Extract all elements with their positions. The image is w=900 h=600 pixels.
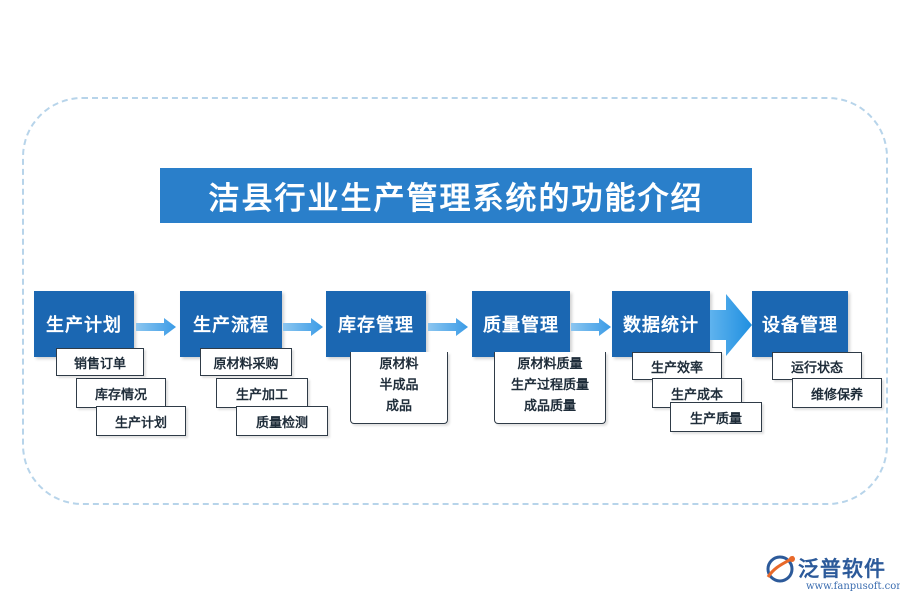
module-item: 半成品 — [379, 378, 419, 393]
module-item: 成品质量 — [523, 399, 576, 414]
module-item: 成品 — [385, 399, 412, 414]
module-item: 生产计划 — [96, 406, 186, 436]
module-item: 库存情况 — [76, 378, 166, 408]
big-flow-arrow-icon — [710, 294, 752, 356]
flow-arrow-icon — [136, 318, 176, 336]
module-item: 销售订单 — [56, 348, 144, 376]
module-item-list: 原材料 半成品 成品 — [350, 352, 448, 424]
flow-arrow-icon — [428, 318, 468, 336]
module-quality: 质量管理 — [472, 291, 570, 357]
module-item: 原材料质量 — [517, 357, 583, 372]
module-equipment: 设备管理 — [752, 291, 848, 357]
flow-arrow-icon — [571, 318, 611, 336]
module-item: 原材料 — [379, 357, 419, 372]
fanpu-logo: 泛普软件 www.fanpusoft.com — [762, 551, 900, 597]
diagram-title: 洁县行业生产管理系统的功能介绍 — [160, 168, 752, 223]
flow-arrow-icon — [283, 318, 323, 336]
module-item: 生产效率 — [632, 352, 722, 380]
module-item: 维修保养 — [792, 378, 882, 408]
module-item: 原材料采购 — [200, 348, 292, 376]
module-item: 运行状态 — [772, 352, 862, 380]
module-item: 生产加工 — [216, 378, 308, 408]
module-item: 生产质量 — [670, 402, 762, 432]
module-production-plan: 生产计划 — [34, 291, 134, 357]
logo-name: 泛普软件 — [798, 557, 886, 581]
module-item-list: 原材料质量 生产过程质量 成品质量 — [494, 352, 606, 424]
module-production-flow: 生产流程 — [180, 291, 282, 357]
module-statistics: 数据统计 — [612, 291, 710, 357]
fanpu-logo-icon — [766, 555, 795, 583]
dashed-frame — [22, 97, 888, 505]
module-item: 生产过程质量 — [510, 378, 589, 393]
logo-url: www.fanpusoft.com — [806, 581, 900, 592]
module-item: 质量检测 — [236, 406, 328, 436]
module-inventory: 库存管理 — [326, 291, 426, 357]
